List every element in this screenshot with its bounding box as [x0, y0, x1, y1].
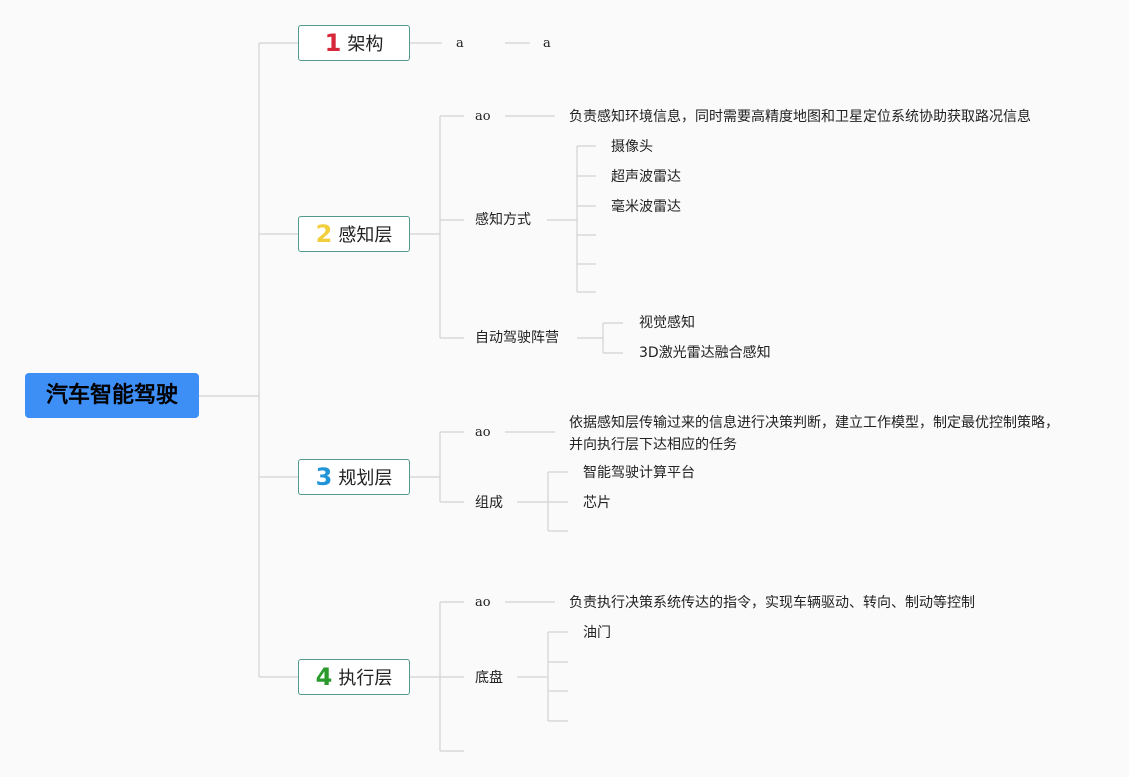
edge-b4-trunk — [410, 602, 441, 751]
branch-execution[interactable]: 4 执行层 — [298, 659, 410, 695]
topic-ultrasonic-radar[interactable]: 超声波雷达 — [611, 169, 681, 185]
number-2-icon: 2 — [315, 220, 333, 248]
root-topic[interactable]: 汽车智能驾驶 — [25, 373, 199, 418]
edge-b3-trunk — [410, 432, 441, 502]
topic-autonomous-camps[interactable]: 自动驾驶阵营 — [475, 330, 559, 346]
branch-architecture[interactable]: 1 架构 — [298, 25, 410, 61]
topic-chip[interactable]: 芯片 — [583, 495, 611, 511]
description-line-2: 并向执行层下达相应的任务 — [569, 437, 737, 453]
description-line-1: 依据感知层传输过来的信息进行决策判断，建立工作模型，制定最优控制策略， — [569, 415, 1059, 431]
topic-throttle[interactable]: 油门 — [583, 625, 611, 641]
branch-label: 执行层 — [338, 668, 393, 689]
topic-description[interactable]: 依据感知层传输过来的信息进行决策判断，建立工作模型，制定最优控制策略， 并向执行… — [569, 414, 1059, 454]
branch-label: 架构 — [347, 34, 384, 55]
topic-perception-methods[interactable]: 感知方式 — [475, 212, 531, 228]
topic-lidar-fusion[interactable]: 3D激光雷达融合感知 — [639, 345, 771, 361]
edge-b2-trunk — [410, 116, 441, 338]
topic-a-child[interactable]: a — [543, 36, 551, 51]
branch-planning[interactable]: 3 规划层 — [298, 459, 410, 495]
topic-visual-perception[interactable]: 视觉感知 — [639, 315, 695, 331]
number-1-icon: 1 — [324, 29, 342, 57]
topic-chassis[interactable]: 底盘 — [475, 670, 503, 686]
topic-computing-platform[interactable]: 智能驾驶计算平台 — [583, 465, 695, 481]
topic-description[interactable]: 负责执行决策系统传达的指令，实现车辆驱动、转向、制动等控制 — [569, 595, 975, 611]
edge-root-trunk — [199, 43, 260, 677]
topic-ao[interactable]: ao — [475, 109, 491, 124]
branch-label: 规划层 — [338, 468, 393, 489]
topic-mmwave-radar[interactable]: 毫米波雷达 — [611, 199, 681, 215]
topic-composition[interactable]: 组成 — [475, 495, 503, 511]
topic-ao[interactable]: ao — [475, 425, 491, 440]
topic-ao[interactable]: ao — [475, 595, 491, 610]
topic-camera[interactable]: 摄像头 — [611, 139, 653, 155]
topic-a[interactable]: a — [456, 36, 464, 51]
number-3-icon: 3 — [315, 463, 333, 491]
topic-description[interactable]: 负责感知环境信息，同时需要高精度地图和卫星定位系统协助获取路况信息 — [569, 109, 1031, 125]
branch-perception[interactable]: 2 感知层 — [298, 216, 410, 252]
number-4-icon: 4 — [315, 663, 333, 691]
branch-label: 感知层 — [338, 225, 393, 246]
